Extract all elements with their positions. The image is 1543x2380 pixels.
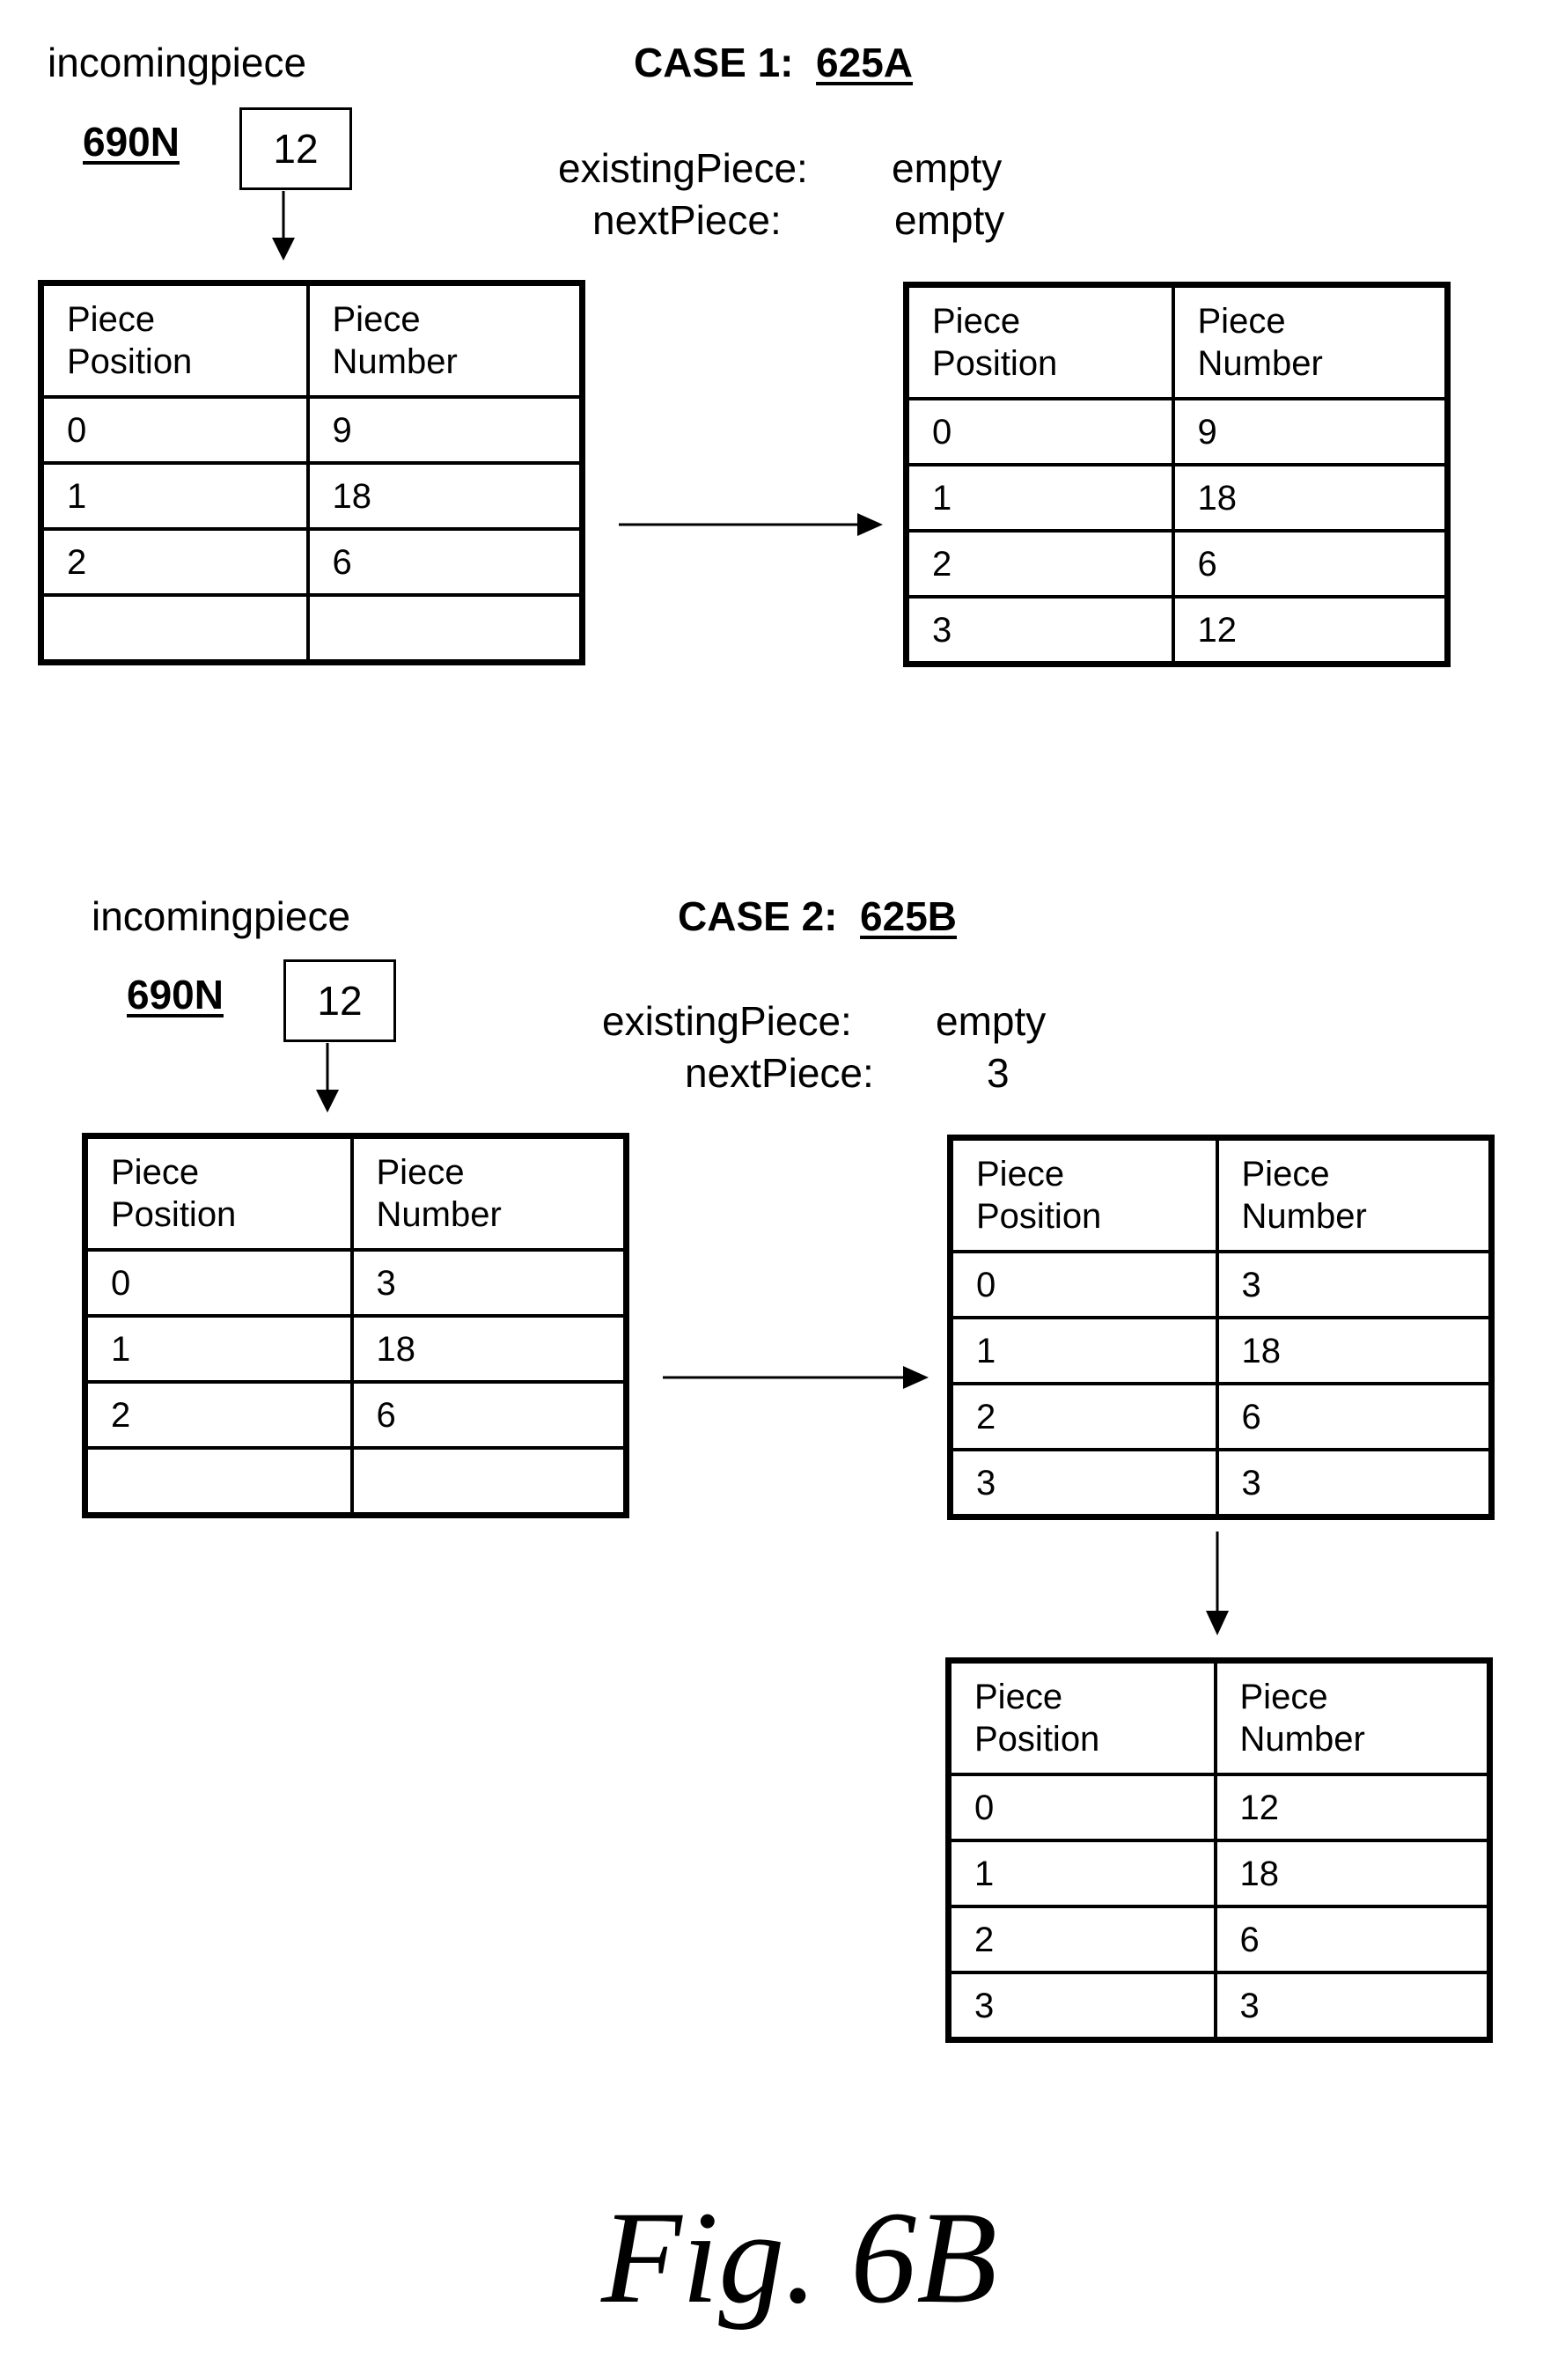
case1-transition-arrow	[619, 513, 883, 536]
case2-down-arrow	[1206, 1532, 1229, 1635]
case2-incoming-down-arrow	[316, 1043, 339, 1113]
figure-label: Fig. 6B	[601, 2192, 997, 2324]
case2-transition-arrow	[663, 1366, 929, 1389]
case1-incoming-down-arrow	[272, 191, 295, 261]
